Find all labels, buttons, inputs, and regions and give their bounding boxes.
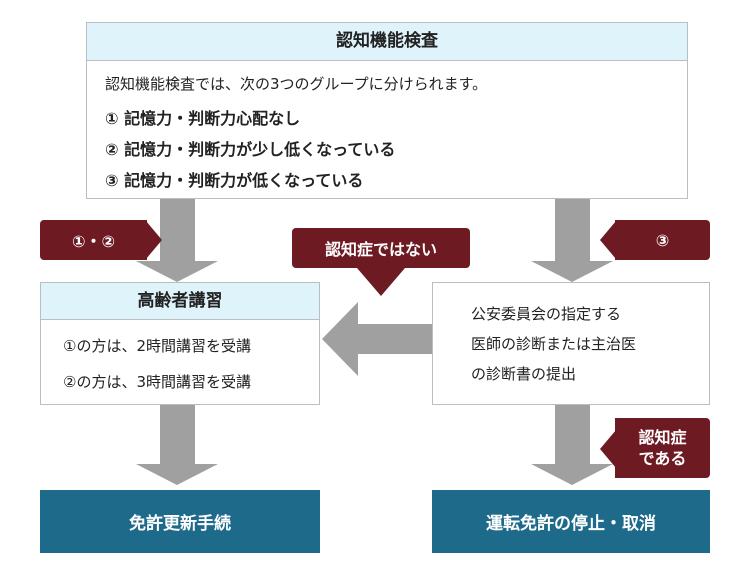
- group-item-1: ① 記憶力・判断力心配なし: [105, 109, 301, 128]
- tag-is-dementia-line2: である: [638, 449, 687, 468]
- tag-middle-stem: [369, 265, 393, 271]
- arrow-down-right-bottom: [531, 404, 613, 485]
- cognitive-test-title: 認知機能検査: [87, 23, 687, 61]
- license-revocation-box: 運転免許の停止・取消: [432, 490, 710, 553]
- tag-is-dementia: 認知症 である: [615, 418, 710, 478]
- arrow-left-middle: [322, 302, 432, 376]
- cognitive-test-box: 認知機能検査 認知機能検査では、次の3つのグループに分けられます。 ① 記憶力・…: [86, 22, 688, 199]
- tag-group-3: ③: [615, 220, 710, 260]
- group-item-2: ② 記憶力・判断力が少し低くなっている: [105, 140, 396, 159]
- tag-middle-pointer: [357, 268, 405, 296]
- lecture-line-2: ②の方は、3時間講習を受講: [63, 373, 251, 391]
- elderly-lecture-title: 高齢者講習: [41, 283, 319, 320]
- license-renewal-box: 免許更新手続: [40, 490, 320, 553]
- doctor-line-3: の診断書の提出: [471, 365, 577, 383]
- arrow-down-left-bottom: [136, 404, 218, 485]
- elderly-lecture-box: 高齢者講習 ①の方は、2時間講習を受講 ②の方は、3時間講習を受講: [40, 282, 320, 405]
- doctor-line-1: 公安委員会の指定する: [471, 305, 622, 323]
- group-item-3: ③ 記憶力・判断力が低くなっている: [105, 171, 364, 190]
- arrow-down-left-top: [136, 199, 218, 282]
- tag-bottom-pointer: [600, 430, 616, 468]
- tag-is-dementia-line1: 認知症: [638, 428, 687, 447]
- doctor-line-2: 医師の診断または主治医: [471, 335, 637, 353]
- tag-right-pointer: [600, 221, 616, 259]
- tag-group-1-2: ①・②: [40, 220, 147, 260]
- cognitive-test-intro: 認知機能検査では、次の3つのグループに分けられます。: [105, 75, 488, 93]
- lecture-line-1: ①の方は、2時間講習を受講: [63, 337, 251, 355]
- doctor-diagnosis-box: 公安委員会の指定する 医師の診断または主治医 の診断書の提出: [432, 282, 710, 405]
- tag-left-pointer: [146, 221, 162, 259]
- tag-not-dementia: 認知症ではない: [292, 228, 470, 268]
- arrow-down-right-top: [531, 199, 613, 282]
